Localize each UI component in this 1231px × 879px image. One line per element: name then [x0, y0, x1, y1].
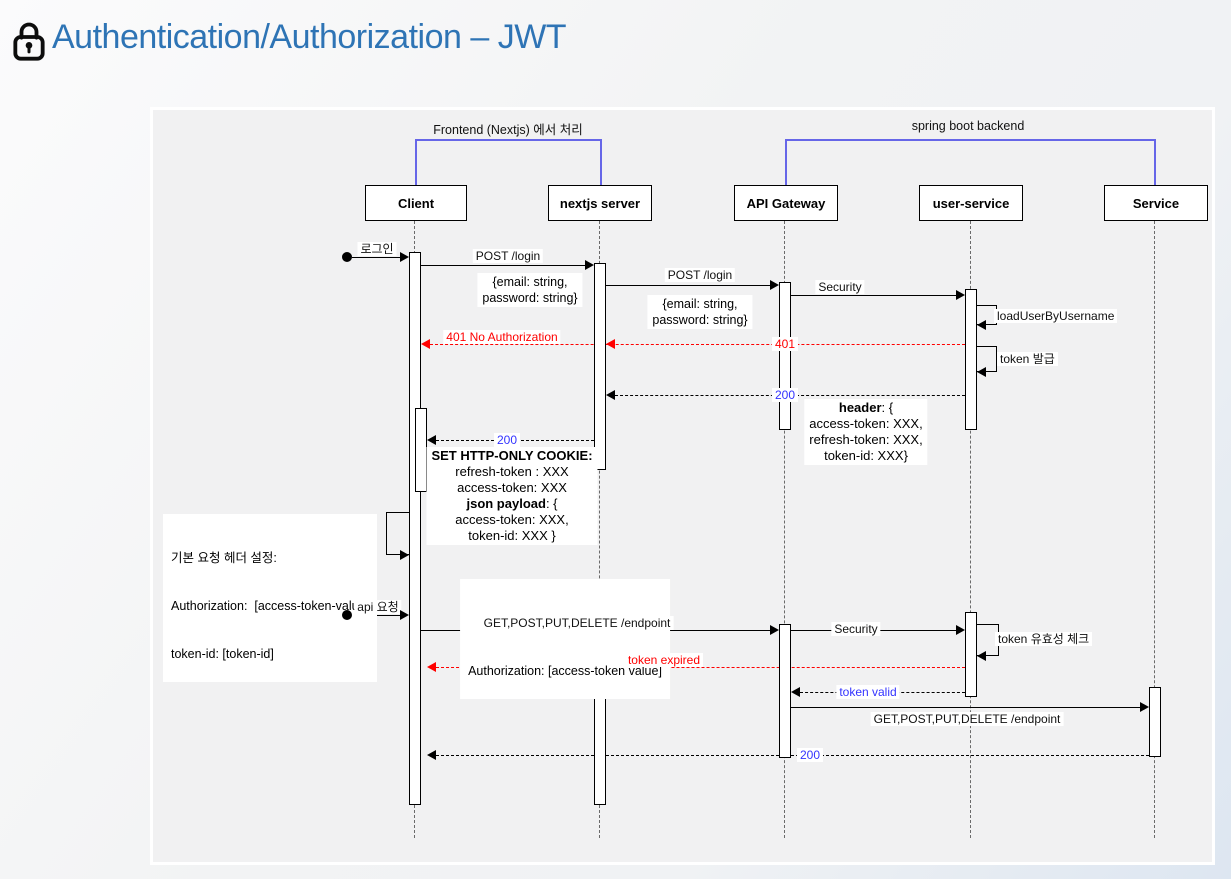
selfloop-default-header [386, 512, 409, 555]
message-label-token-valid: token valid [836, 685, 900, 699]
arrowhead-token-valid [791, 687, 800, 697]
activation-client-nested [415, 408, 427, 492]
found-message-dot [342, 252, 352, 262]
payload-post-login-2: {email: string, password: string} [647, 295, 753, 329]
activation-service [1149, 687, 1161, 757]
participant-client: Client [365, 185, 467, 221]
participant-service: Service [1104, 185, 1208, 221]
lifeline-user-service [970, 221, 971, 838]
frontend-bracket-left [415, 139, 417, 185]
arrowhead-token-issue [977, 367, 986, 377]
backend-bracket-line [786, 139, 1156, 141]
message-line-endpoint-2 [791, 707, 1140, 708]
arrowhead-endpoint-2 [1140, 702, 1149, 712]
message-label-200-1: 200 [771, 388, 799, 402]
group-label-backend: spring boot backend [911, 119, 1025, 133]
activation-client-main [409, 252, 421, 805]
activation-apigateway-2 [779, 624, 791, 758]
activation-userservice-1 [965, 289, 977, 430]
activation-apigateway-1 [779, 282, 791, 430]
participant-api-gateway: API Gateway [734, 185, 838, 221]
arrowhead-post-login-2 [770, 280, 779, 290]
arrowhead-200-1 [606, 390, 615, 400]
frontend-bracket-right [600, 139, 602, 185]
message-label-api-request: api 요청 [354, 600, 402, 614]
arrowhead-401-nextjs [606, 339, 615, 349]
arrowhead-security-2 [956, 625, 965, 635]
message-label-200-3: 200 [796, 748, 824, 762]
message-label-security-1: Security [815, 280, 865, 294]
message-line-token-expired [436, 667, 965, 668]
group-label-frontend: Frontend (Nextjs) 에서 처리 [433, 123, 583, 137]
message-label-load-user: loadUserByUsername [994, 309, 1118, 323]
message-label-token-check: token 유효성 체크 [995, 632, 1093, 646]
message-label-401: 401 [771, 337, 799, 351]
arrowhead-token-expired [427, 662, 436, 672]
arrowhead-endpoint-1 [770, 625, 779, 635]
default-header-note: 기본 요청 헤더 설정: Authorization: [access-toke… [163, 514, 378, 682]
request-header-note: header: Authorization: [access-token val… [460, 579, 670, 699]
lock-icon [9, 19, 49, 68]
backend-bracket-left [785, 139, 787, 185]
arrowhead-load-user [977, 320, 986, 330]
activation-userservice-2 [965, 612, 977, 697]
message-label-security-2: Security [831, 622, 881, 636]
page-title: Authentication/Authorization – JWT [52, 18, 567, 56]
arrowhead-200-2 [427, 435, 436, 445]
arrowhead-login-trigger [400, 252, 409, 262]
message-line-post-login-1 [421, 265, 585, 266]
arrowhead-401-client [421, 339, 430, 349]
selfloop-token-issue [977, 346, 997, 372]
lifeline-service [1154, 221, 1155, 838]
diagram-panel [150, 107, 1215, 865]
message-label-200-2: 200 [493, 433, 521, 447]
lifeline-nextjs-server [599, 221, 600, 838]
message-label-endpoint-2: GET,POST,PUT,DELETE /endpoint [870, 712, 1064, 726]
message-line-401 [430, 344, 965, 345]
participant-nextjs-server: nextjs server [548, 185, 652, 221]
arrowhead-200-3 [427, 750, 436, 760]
message-line-200-3 [436, 755, 1149, 756]
found-message-dot-2 [342, 610, 352, 620]
arrowhead-token-check [977, 651, 986, 661]
backend-bracket-right [1154, 139, 1156, 185]
set-cookie-block: SET HTTP-ONLY COOKIE: refresh-token : XX… [426, 447, 598, 545]
arrowhead-api-request [400, 610, 409, 620]
message-line-post-login-2 [606, 285, 770, 286]
header-json-block: header: { access-token: XXX, refresh-tok… [804, 399, 928, 465]
participant-user-service: user-service [919, 185, 1023, 221]
frontend-bracket-line [416, 139, 602, 141]
message-label-post-login-2: POST /login [664, 268, 736, 282]
activation-nextjs-1 [594, 263, 606, 470]
message-label-token-expired: token expired [624, 653, 704, 667]
message-label-login-trigger: 로그인 [357, 242, 397, 256]
message-label-post-login-1: POST /login [472, 249, 544, 263]
message-label-endpoint-1: GET,POST,PUT,DELETE /endpoint [480, 616, 674, 630]
lifeline-api-gateway [784, 221, 785, 838]
message-label-token-issue: token 발급 [997, 352, 1058, 366]
payload-post-login-1: {email: string, password: string} [477, 273, 583, 307]
message-line-login-trigger [352, 257, 400, 258]
arrowhead-default-header [400, 550, 409, 560]
arrowhead-security-1 [956, 290, 965, 300]
arrowhead-post-login-1 [585, 260, 594, 270]
message-line-security-1 [791, 295, 956, 296]
message-label-401-text: 401 No Authorization [443, 330, 561, 344]
